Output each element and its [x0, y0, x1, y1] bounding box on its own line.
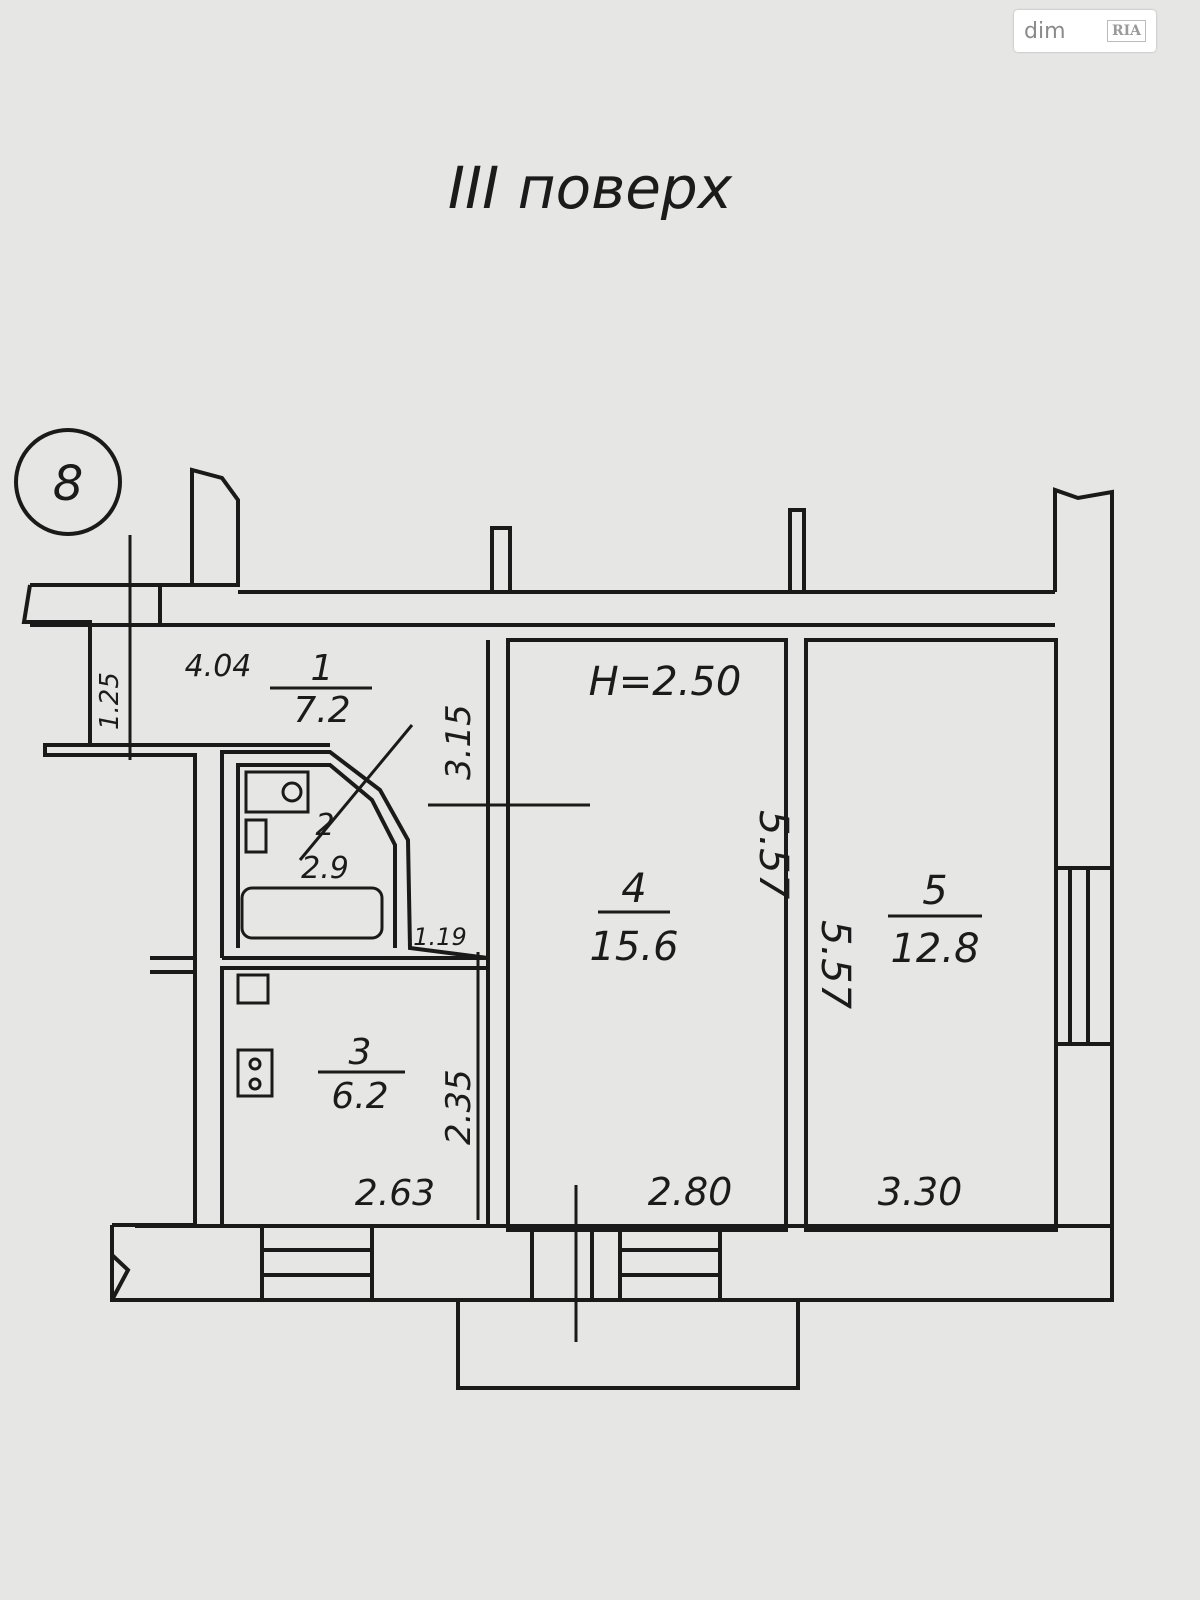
dim-room-4-length: 5.57	[750, 810, 796, 900]
dim-room-4-width: 2.80	[648, 1170, 733, 1214]
apartment-number-circle	[14, 428, 122, 536]
sink-icon	[244, 818, 268, 854]
ceiling-height-label: H=2.50	[589, 659, 742, 705]
dim-room-5-width: 3.30	[878, 1170, 963, 1214]
bathroom-fixtures	[128, 535, 982, 1342]
apartment-number: 8	[53, 456, 84, 512]
watermark-dim: dim	[1024, 18, 1066, 44]
room-5-number: 5	[922, 868, 947, 914]
floor-title: III поверх	[448, 154, 733, 222]
watermark-ria: RIA	[1106, 20, 1146, 42]
toilet-icon	[244, 770, 310, 814]
room-3-area: 6.2	[331, 1076, 388, 1117]
room-4-area: 15.6	[589, 924, 678, 970]
dim-kitchen-depth: 2.35	[439, 1069, 479, 1145]
room-1-number: 1	[311, 648, 334, 689]
room-2-number: 2	[315, 808, 334, 843]
room-5-area: 12.8	[890, 926, 979, 972]
room-2-area: 2.9	[301, 851, 349, 886]
dim-corridor-width: 1.25	[95, 672, 125, 730]
bathtub-icon	[240, 886, 384, 940]
room-4-number: 4	[621, 866, 646, 912]
walls	[21, 467, 1114, 1390]
stove-icon	[236, 1048, 274, 1098]
dim-bath-width: 1.19	[413, 923, 466, 951]
dim-room-5-length: 5.57	[812, 920, 858, 1010]
dim-corridor-depth: 3.15	[439, 704, 479, 780]
kitchen-sink-icon	[236, 973, 270, 1005]
dim-corridor-length: 4.04	[185, 649, 252, 684]
room-3-number: 3	[349, 1032, 372, 1073]
room-1-area: 7.2	[293, 690, 350, 731]
dim-ria-watermark: dim RIA	[1014, 10, 1156, 52]
dim-kitchen-width: 2.63	[355, 1173, 435, 1214]
